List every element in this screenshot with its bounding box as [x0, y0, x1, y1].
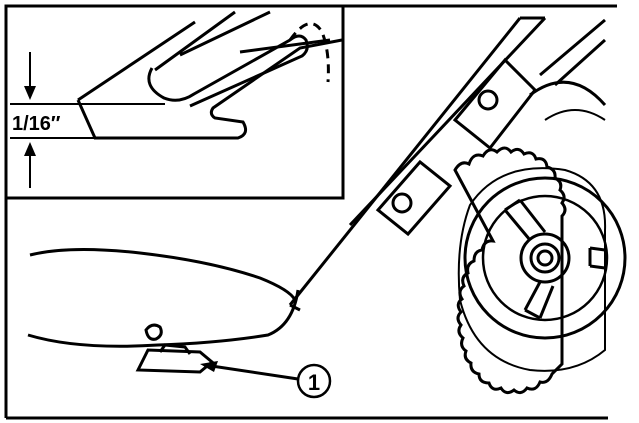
wheel-hub-inner — [529, 242, 561, 274]
measurement-label: 1/16″ — [12, 113, 61, 135]
lower-bolt-icon — [391, 192, 413, 214]
frame-bar — [288, 16, 607, 306]
upper-bracket — [452, 57, 537, 151]
tire-tread — [453, 146, 567, 395]
callout-circle — [296, 363, 332, 399]
tiller-body — [27, 247, 301, 374]
wheel-hub — [519, 232, 571, 284]
tire-inner — [457, 167, 607, 372]
wheel — [453, 80, 627, 395]
wheel-rim-inner — [481, 194, 609, 322]
callout-arrow — [204, 363, 299, 381]
depth-bar — [135, 348, 215, 374]
arrow-head-icon — [200, 361, 218, 372]
callout-number: 1 — [308, 370, 320, 395]
lower-bracket — [375, 159, 453, 237]
fender — [529, 80, 607, 106]
arrow-up-icon — [24, 142, 36, 156]
skid-bolt-icon — [144, 323, 163, 341]
dashed-outline — [288, 22, 330, 83]
wheel-rim — [463, 176, 627, 340]
inset-finger — [147, 34, 309, 108]
callout-1: 1 — [200, 361, 332, 399]
wheel-spokes — [503, 199, 606, 319]
wheel-axle — [536, 249, 554, 267]
arrow-down-icon — [24, 86, 36, 100]
inset-blade — [76, 20, 343, 140]
upper-bolt-icon — [477, 89, 499, 111]
inset-box: 1/16″ — [4, 4, 345, 200]
